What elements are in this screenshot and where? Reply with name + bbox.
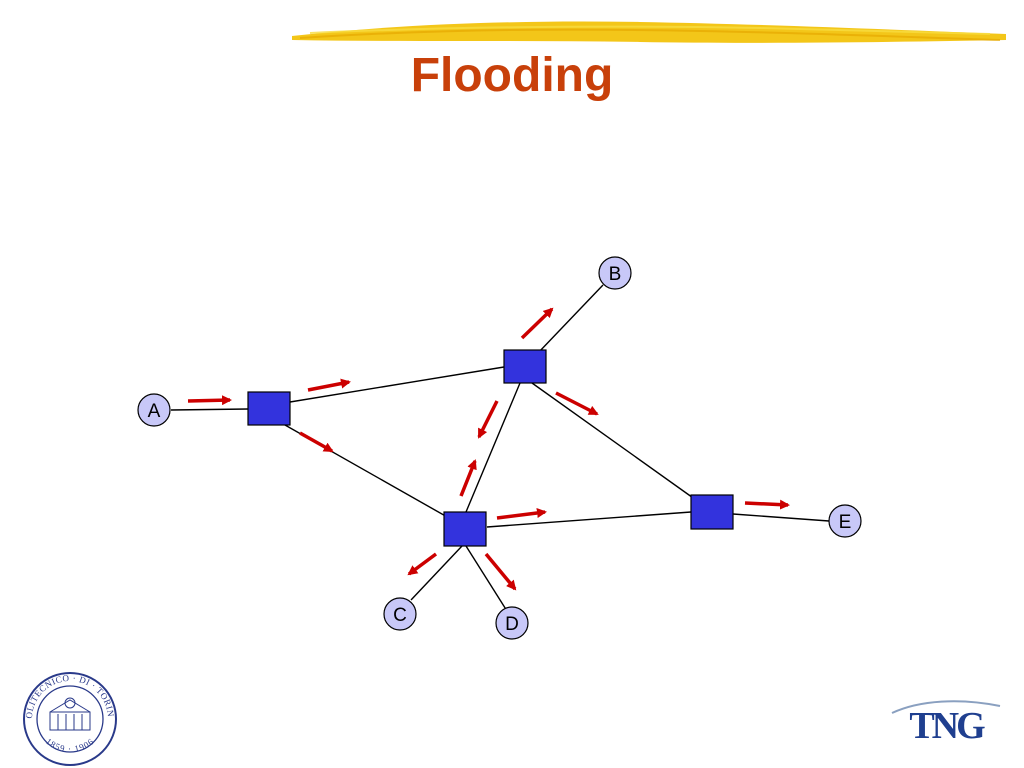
link-s3-d bbox=[465, 545, 508, 612]
switch-s2 bbox=[503, 349, 547, 384]
host-c-label: C bbox=[393, 605, 407, 626]
arrow-icon bbox=[496, 508, 547, 520]
arrow-icon bbox=[555, 391, 599, 416]
host-a: A bbox=[137, 393, 171, 427]
link-s2-b bbox=[537, 284, 604, 354]
arrow-icon bbox=[520, 307, 554, 340]
host-e: E bbox=[828, 504, 862, 538]
arrow-icon bbox=[307, 378, 351, 392]
host-e-label: E bbox=[839, 512, 852, 533]
tng-logo-text: TNG bbox=[909, 705, 985, 747]
link-s3-c bbox=[410, 545, 463, 601]
arrow-icon bbox=[484, 552, 517, 591]
switches bbox=[247, 349, 734, 547]
arrow-icon bbox=[744, 499, 790, 510]
flood-arrows bbox=[187, 307, 790, 591]
host-d-label: D bbox=[505, 614, 519, 635]
link-s3-s4 bbox=[486, 511, 692, 528]
link-a-s1 bbox=[170, 408, 249, 411]
arrow-icon bbox=[299, 431, 334, 453]
switch-s3 bbox=[443, 511, 487, 547]
arrow-icon bbox=[459, 459, 477, 497]
link-s4-e bbox=[732, 513, 830, 522]
link-s2-s4 bbox=[531, 382, 697, 501]
switch-s4 bbox=[690, 494, 734, 530]
host-a-label: A bbox=[148, 401, 161, 422]
host-d: D bbox=[495, 606, 529, 640]
link-s1-s2 bbox=[289, 366, 505, 403]
slide-title: Flooding bbox=[410, 49, 614, 102]
switch-s1 bbox=[247, 391, 291, 426]
host-b: B bbox=[598, 256, 632, 290]
host-c: C bbox=[383, 597, 417, 631]
link-s2-s3 bbox=[465, 382, 521, 513]
hosts: A B C D E bbox=[137, 256, 862, 640]
arrow-icon bbox=[187, 395, 232, 406]
host-b-label: B bbox=[609, 264, 622, 285]
arrow-icon bbox=[477, 400, 499, 439]
arrow-icon bbox=[407, 552, 438, 576]
